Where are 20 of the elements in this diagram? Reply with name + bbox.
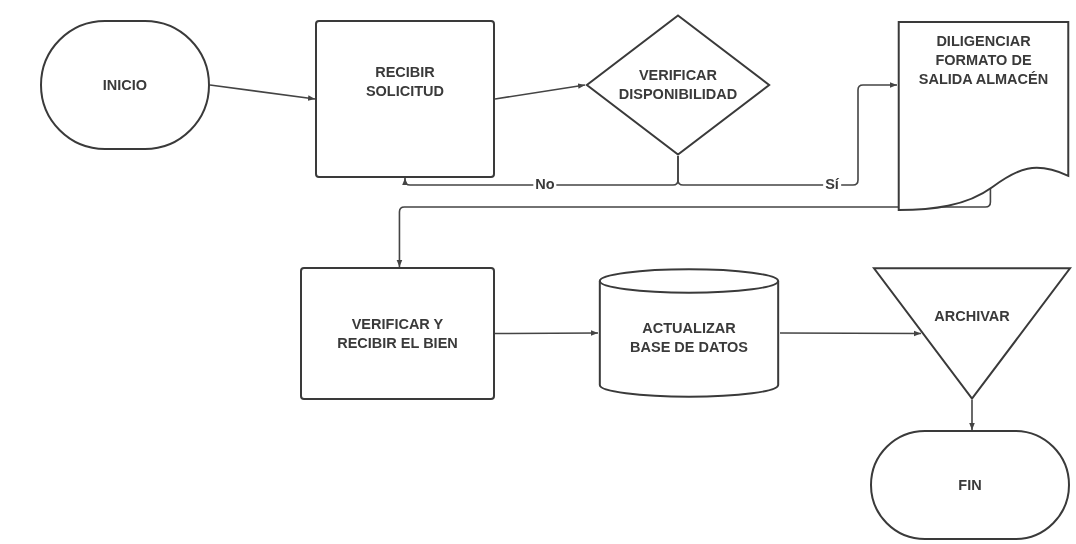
database-cylinder [598, 268, 780, 398]
node-label: INICIO [102, 75, 148, 95]
arrow [494, 83, 586, 100]
arrow [779, 330, 922, 337]
arrow [209, 84, 316, 101]
process-box [300, 267, 495, 400]
arrow [969, 399, 975, 431]
node-label: DILIGENCIAR FORMATO DE SALIDA ALMACÉN [917, 32, 1050, 89]
merge-triangle [872, 267, 1072, 400]
node-label: ARCHIVAR [934, 307, 1010, 326]
node-label: ACTUALIZAR BASE DE DATOS [629, 319, 749, 357]
node-label: VERIFICAR DISPONIBILIDAD [617, 66, 739, 104]
process-box [315, 20, 495, 178]
node-label: VERIFICAR Y RECIBIR EL BIEN [336, 314, 459, 353]
node-label: FIN [958, 475, 982, 495]
arrow [677, 82, 898, 186]
node-label: RECIBIR SOLICITUD [364, 63, 446, 101]
decision-diamond [585, 14, 771, 156]
document-shape [897, 20, 1070, 210]
arrow [494, 330, 599, 336]
